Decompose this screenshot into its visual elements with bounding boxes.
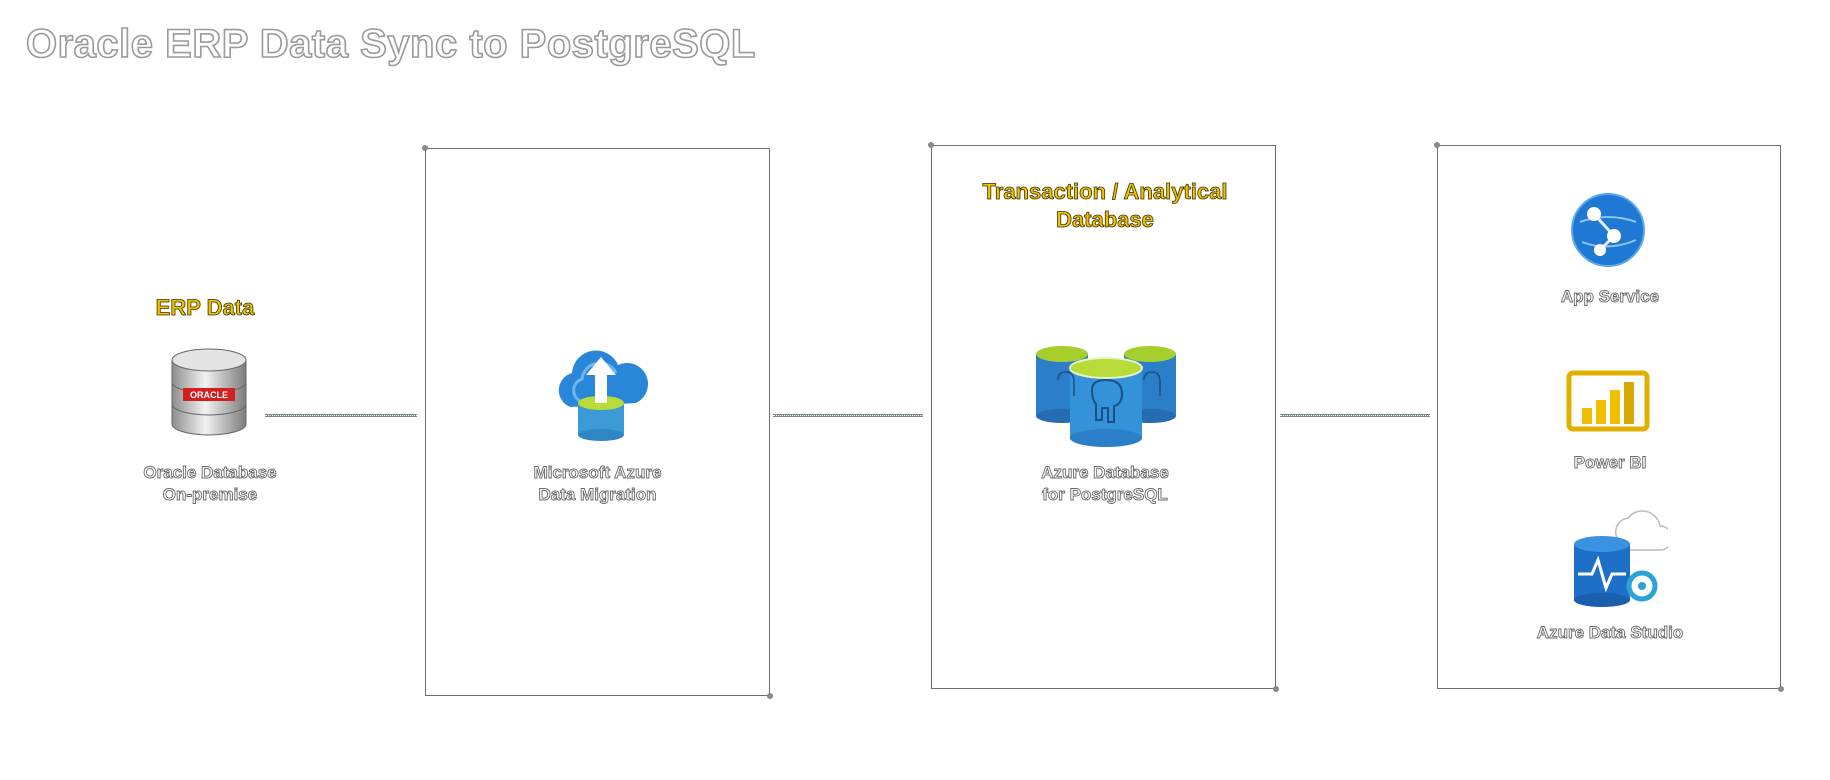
oracle-caption-line2: On-premise <box>162 485 258 505</box>
power-bi-label: Power BI <box>1573 453 1647 473</box>
postgresql-caption-line2: for PostgreSQL <box>1042 485 1169 505</box>
azure-data-studio-icon <box>1574 510 1668 607</box>
app-service-label: App Service <box>1560 287 1660 307</box>
oracle-caption-line1: Oracle Database <box>143 463 277 483</box>
connector-ingest-to-db <box>773 414 923 417</box>
migration-caption-line2: Data Migration <box>538 485 657 505</box>
oracle-badge: ORACLE <box>190 390 228 400</box>
database-header: Transaction / Analytical Database <box>940 178 1270 234</box>
connector-db-to-consumers <box>1280 414 1430 417</box>
postgresql-caption: Azure Database for PostgreSQL <box>990 462 1220 506</box>
postgresql-icon <box>1036 346 1176 447</box>
oracle-caption: Oracle Database On-premise <box>110 462 310 506</box>
erp-data-header: ERP Data <box>155 295 255 321</box>
app-service-icon <box>1571 193 1645 267</box>
azure-data-studio-label: Azure Data Studio <box>1536 623 1684 643</box>
data-migration-icon <box>558 350 649 441</box>
database-header-line1: Transaction / Analytical <box>982 179 1228 205</box>
power-bi-icon <box>1566 370 1650 432</box>
migration-caption: Microsoft Azure Data Migration <box>490 462 705 506</box>
connector-source-to-ingest <box>265 414 417 417</box>
postgresql-caption-line1: Azure Database <box>1041 463 1169 483</box>
page-title: Oracle ERP Data Sync to PostgreSQL <box>25 21 756 67</box>
migration-caption-line1: Microsoft Azure <box>533 463 662 483</box>
database-header-line2: Database <box>1056 207 1155 233</box>
oracle-database-icon: ORACLE <box>171 348 247 436</box>
